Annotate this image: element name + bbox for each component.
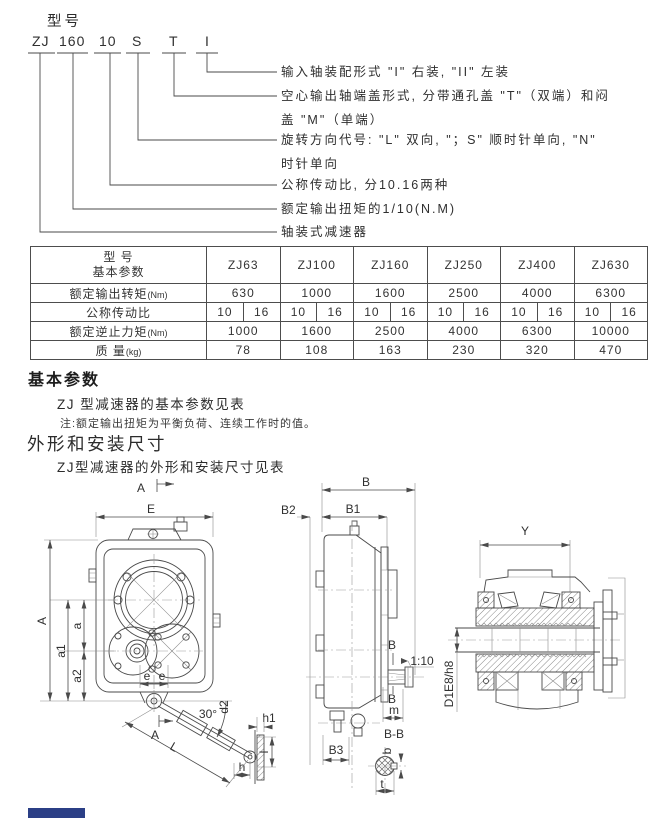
table-cell: 1000: [206, 321, 281, 341]
table-cell: 4000: [426, 321, 501, 341]
section-mark-b-top: B: [388, 638, 396, 652]
model-code-token-t: T: [169, 33, 179, 49]
section-title-basic-params: 基本参数: [28, 372, 101, 389]
dim-label-arm-length: L: [168, 739, 181, 755]
section-mark-b-bottom: B: [388, 692, 396, 706]
table-cell: 1600: [353, 283, 428, 303]
dim-label-b1: B1: [346, 502, 361, 516]
table-corner-header: 型 号 基本参数: [30, 246, 207, 284]
table-cell: 2500: [353, 321, 428, 341]
model-col-header: ZJ400: [500, 246, 575, 284]
model-code-leader-lines: [28, 52, 277, 233]
model-code-token-i: I: [205, 33, 210, 49]
table-row: 额定逆止力矩(Nm) 1000 1600 2500 4000 6300 1000…: [30, 321, 648, 341]
dim-label-height-a: A: [35, 617, 49, 625]
model-code-note: 空心输出轴端盖形式, 分带通孔盖 "T"（双端）和闷盖 "M"（单端）: [281, 89, 610, 127]
model-col-header: ZJ63: [206, 246, 281, 284]
dim-label-d2: d2: [217, 700, 231, 714]
front-view-drawing: A E: [35, 479, 276, 788]
dim-label-b3: B3: [329, 743, 344, 757]
model-code-token-160: 160: [59, 33, 86, 49]
side-view-drawing: B B2 B1 B B 1:: [281, 475, 434, 795]
table-cell: 6300: [573, 283, 648, 303]
table-cell: 1600: [279, 321, 354, 341]
dim-label-y: Y: [521, 524, 529, 538]
basic-params-caption: ZJ 型减速器的基本参数见表: [57, 397, 246, 412]
dim-label-e-width: E: [147, 502, 155, 516]
model-code-note: 公称传动比, 分10.16两种: [281, 178, 450, 192]
table-cell: 2500: [426, 283, 501, 303]
dim-label-key-t: t: [380, 777, 384, 791]
dim-label-e1: e: [144, 669, 151, 683]
table-cell: 108: [279, 340, 354, 360]
table-cell: 6300: [500, 321, 575, 341]
model-col-header: ZJ630: [573, 246, 648, 284]
row-label: 额定逆止力矩(Nm): [30, 321, 207, 341]
table-cell: 78: [206, 340, 281, 360]
dim-label-bore-d1: D1E8/h8: [442, 660, 456, 707]
specs-table: 型 号 基本参数 ZJ63 ZJ100 ZJ160 ZJ250 ZJ400 ZJ…: [30, 246, 648, 360]
model-col-header: ZJ250: [426, 246, 501, 284]
table-cell: 320: [500, 340, 575, 360]
dim-label-section-a-bottom: A: [151, 728, 159, 742]
model-code-token-s: S: [132, 33, 143, 49]
model-code-title: 型号: [47, 14, 82, 30]
table-footnote: 注:额定输出扭矩为平衡负荷、连续工作时的值。: [60, 418, 317, 430]
section-view-label-bb: B-B: [384, 727, 404, 741]
dim-label-b2: B2: [281, 503, 296, 517]
output-shaft-drawing: Y: [442, 524, 626, 712]
table-cell: 1000: [279, 283, 354, 303]
row-label: 公称传动比: [30, 302, 207, 322]
table-cell: 630: [206, 283, 281, 303]
model-code-note: 输入轴装配形式 "I" 右装, "II" 左装: [281, 65, 511, 79]
model-code-token-zj: ZJ: [32, 33, 50, 49]
dim-label-a: a: [70, 622, 84, 629]
table-row: 额定输出转矩(Nm) 630 1000 1600 2500 4000 6300: [30, 283, 648, 303]
model-col-header: ZJ160: [353, 246, 428, 284]
table-cell: 163: [353, 340, 428, 360]
model-code-note: 轴装式减速器: [281, 225, 369, 239]
row-label: 额定输出转矩(Nm): [30, 283, 207, 303]
dim-label-key-b: b: [380, 747, 394, 754]
table-cell: 230: [426, 340, 501, 360]
table-cell: 470: [573, 340, 648, 360]
dim-label-angle-30: 30°: [199, 707, 217, 721]
dim-label-e2: e: [159, 669, 166, 683]
model-code-note: 旋转方向代号: "L" 双向, "；S" 顺时针单向, "N"时针单向: [281, 133, 597, 171]
table-cell: 4000: [500, 283, 575, 303]
taper-label: 1:10: [410, 654, 434, 668]
dim-label-section-a: A: [137, 481, 145, 495]
section-title-dimensions: 外形和安装尺寸: [27, 434, 167, 454]
table-row: 质 量(kg) 78 108 163 230 320 470: [30, 340, 648, 360]
row-label: 质 量(kg): [30, 340, 207, 360]
footer-band: [28, 808, 85, 818]
table-cell: 10000: [573, 321, 648, 341]
model-code-token-10: 10: [99, 33, 117, 49]
dim-label-h1: h1: [262, 711, 276, 725]
dim-label-m: m: [389, 703, 399, 717]
dim-label-a1: a1: [54, 644, 68, 658]
dim-label-b: B: [362, 475, 370, 489]
model-col-header: ZJ100: [279, 246, 354, 284]
dim-label-a2: a2: [70, 669, 84, 683]
model-code-note: 额定输出扭矩的1/10(N.M): [281, 202, 457, 216]
dimensions-caption: ZJ型减速器的外形和安装尺寸见表: [57, 460, 285, 475]
dim-label-l: l: [257, 751, 271, 754]
